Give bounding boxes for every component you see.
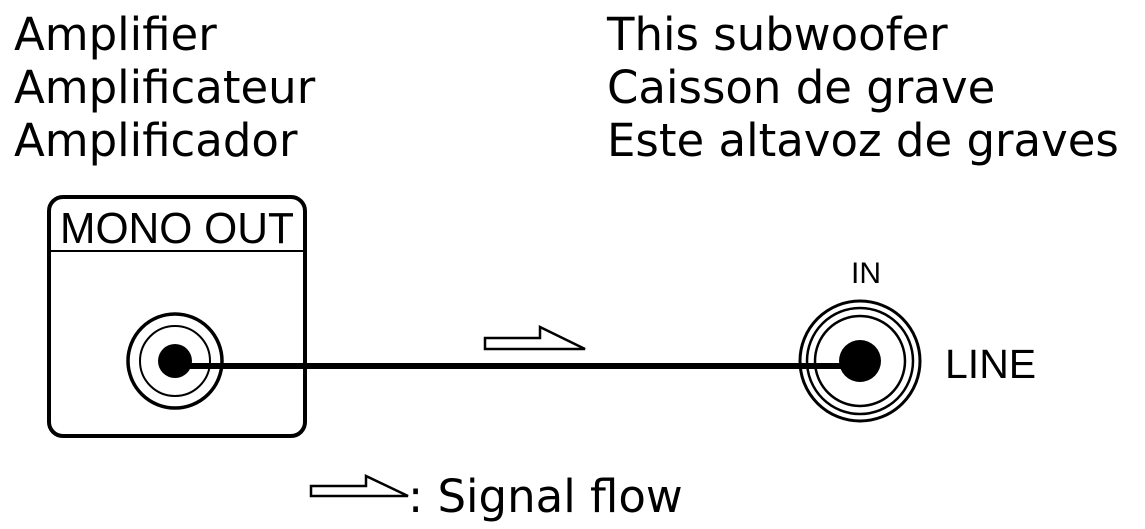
amplifier-label-es: Amplificador — [14, 114, 298, 167]
line-in-jack — [798, 299, 922, 423]
subwoofer-label-es: Este altavoz de graves — [607, 114, 1119, 167]
amplifier-panel: MONO OUT — [47, 195, 307, 438]
signal-flow-arrow — [483, 324, 586, 351]
subwoofer-labels: This subwoofer Caisson de grave Este alt… — [606, 8, 1119, 167]
subwoofer-label-fr: Caisson de grave — [607, 61, 995, 114]
mono-out-jack — [126, 312, 224, 410]
in-label: IN — [851, 257, 881, 290]
line-label: LINE — [945, 341, 1036, 387]
subwoofer-label-en: This subwoofer — [606, 8, 948, 61]
amplifier-label-en: Amplifier — [14, 8, 217, 61]
amplifier-labels: Amplifier Amplificateur Amplificador — [14, 8, 316, 167]
amplifier-panel-frame — [47, 195, 307, 438]
mono-out-label: MONO OUT — [60, 204, 294, 253]
amplifier-label-fr: Amplificateur — [14, 61, 316, 114]
legend-text: : Signal flow — [408, 470, 683, 523]
legend-arrow-icon — [309, 474, 409, 498]
legend: : Signal flow — [309, 470, 683, 523]
